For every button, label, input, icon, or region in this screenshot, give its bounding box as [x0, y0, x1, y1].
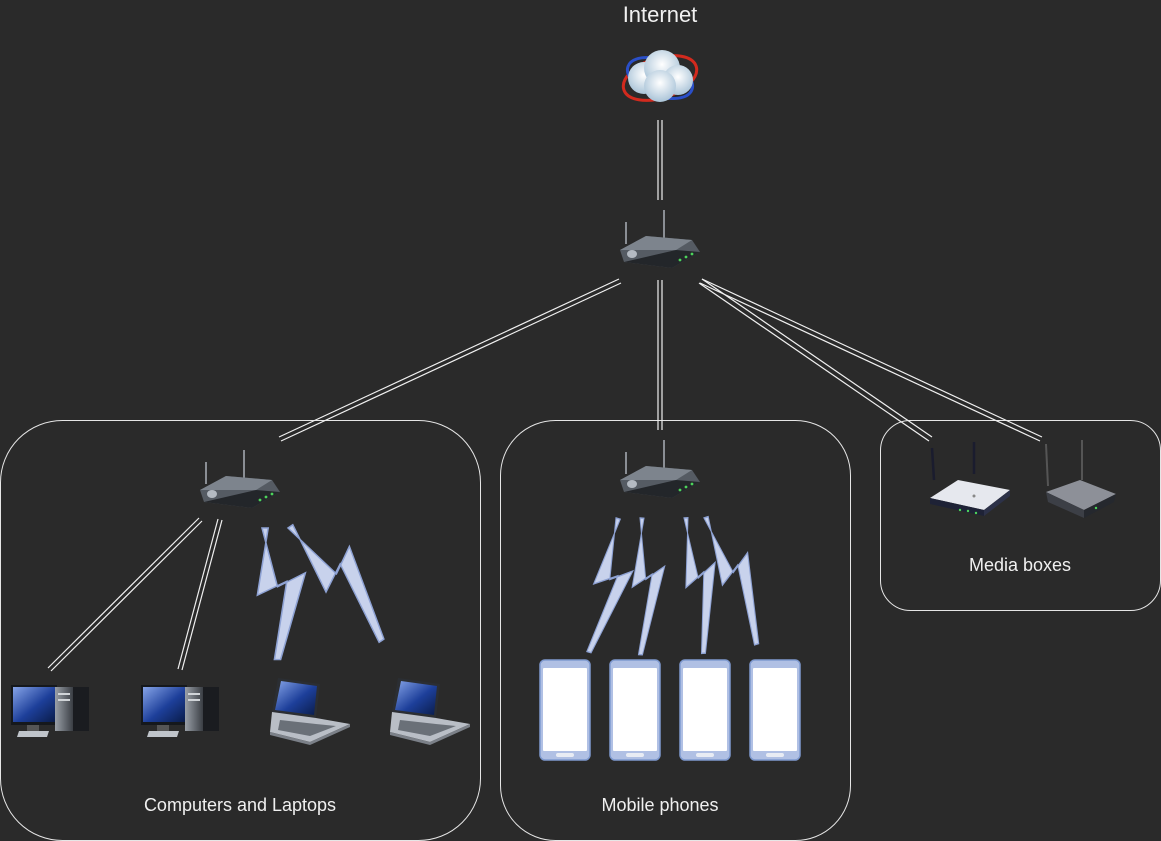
link-main-router-media-box-1	[698, 278, 933, 442]
phones-router-icon	[619, 439, 701, 499]
group-label-phones: Mobile phones	[601, 795, 718, 815]
main-router-icon	[619, 209, 701, 269]
computers-router-icon	[199, 449, 281, 509]
link-internet-router	[657, 120, 663, 200]
link-router-desktop-2	[177, 518, 223, 671]
cloud-icon	[621, 50, 699, 102]
smartphone-icon	[539, 659, 591, 761]
link-main-router-computers-router	[278, 278, 622, 442]
lightning-bolt-icon	[256, 527, 307, 661]
smartphone-icon	[749, 659, 801, 761]
lightning-bolt-icon	[680, 515, 723, 655]
laptop-icon	[270, 678, 350, 745]
smartphone-icon	[609, 659, 661, 761]
media-box-icon	[1045, 440, 1116, 518]
desktop-computer-icon	[11, 685, 89, 737]
group-label-computers: Computers and Laptops	[144, 795, 336, 815]
link-main-router-phones-router	[657, 280, 663, 430]
lightning-bolt-icon	[574, 516, 647, 659]
lightning-bolt-icon	[626, 517, 669, 657]
link-main-router-media-box-2	[699, 278, 1043, 442]
link-router-desktop-1	[47, 517, 203, 672]
laptop-icon	[390, 678, 470, 745]
smartphone-icon	[679, 659, 731, 761]
group-label-media: Media boxes	[969, 555, 1071, 575]
desktop-computer-icon	[141, 685, 219, 737]
group-media-boxes	[880, 420, 1161, 611]
internet-title: Internet	[623, 2, 698, 27]
media-box-icon	[930, 442, 1010, 516]
